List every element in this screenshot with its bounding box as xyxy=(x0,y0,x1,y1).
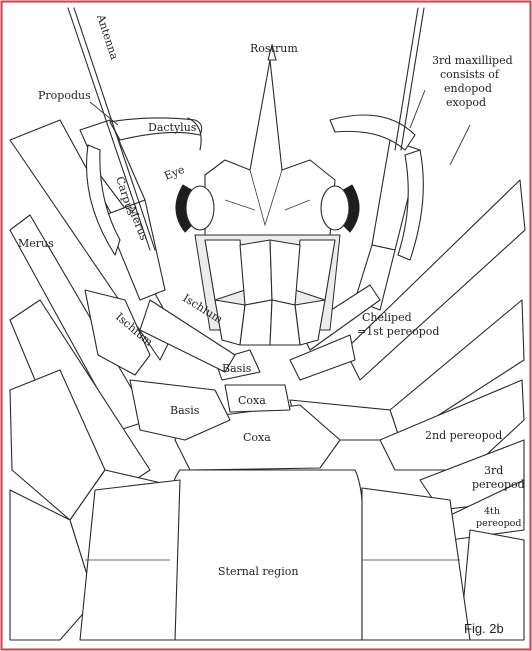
label-sternal: Sternal region xyxy=(218,565,298,578)
label-maxilliped-2: consists of xyxy=(440,68,500,81)
label-pereopod3-1: 3rd xyxy=(484,464,503,477)
label-pereopod3-2: pereopod xyxy=(472,478,525,491)
label-cheliped-2: =1st pereopod xyxy=(357,325,439,338)
maxilliped-drawing xyxy=(195,235,340,345)
label-pereopod2: 2nd pereopod xyxy=(425,429,502,442)
label-basis-inner: Basis xyxy=(222,362,252,375)
figure-caption: Fig. 2b xyxy=(464,621,504,636)
label-dactylus: Dactylus xyxy=(148,121,197,134)
label-cheliped-1: Cheliped xyxy=(362,311,412,324)
label-maxilliped-4: exopod xyxy=(446,96,486,109)
sternal-drawing xyxy=(80,470,470,640)
label-basis-outer: Basis xyxy=(170,404,200,417)
label-coxa-outer: Coxa xyxy=(243,431,271,444)
label-maxilliped-1: 3rd maxilliped xyxy=(432,54,513,67)
label-pereopod4-2: pereopod xyxy=(476,518,521,529)
label-coxa-inner: Coxa xyxy=(238,394,266,407)
label-merus-left: Merus xyxy=(18,237,54,250)
label-rostrum: Rostrum xyxy=(250,42,298,55)
label-maxilliped-3: endopod xyxy=(444,82,492,95)
label-pereopod4-1: 4th xyxy=(484,506,500,517)
label-propodus: Propodus xyxy=(38,89,91,102)
